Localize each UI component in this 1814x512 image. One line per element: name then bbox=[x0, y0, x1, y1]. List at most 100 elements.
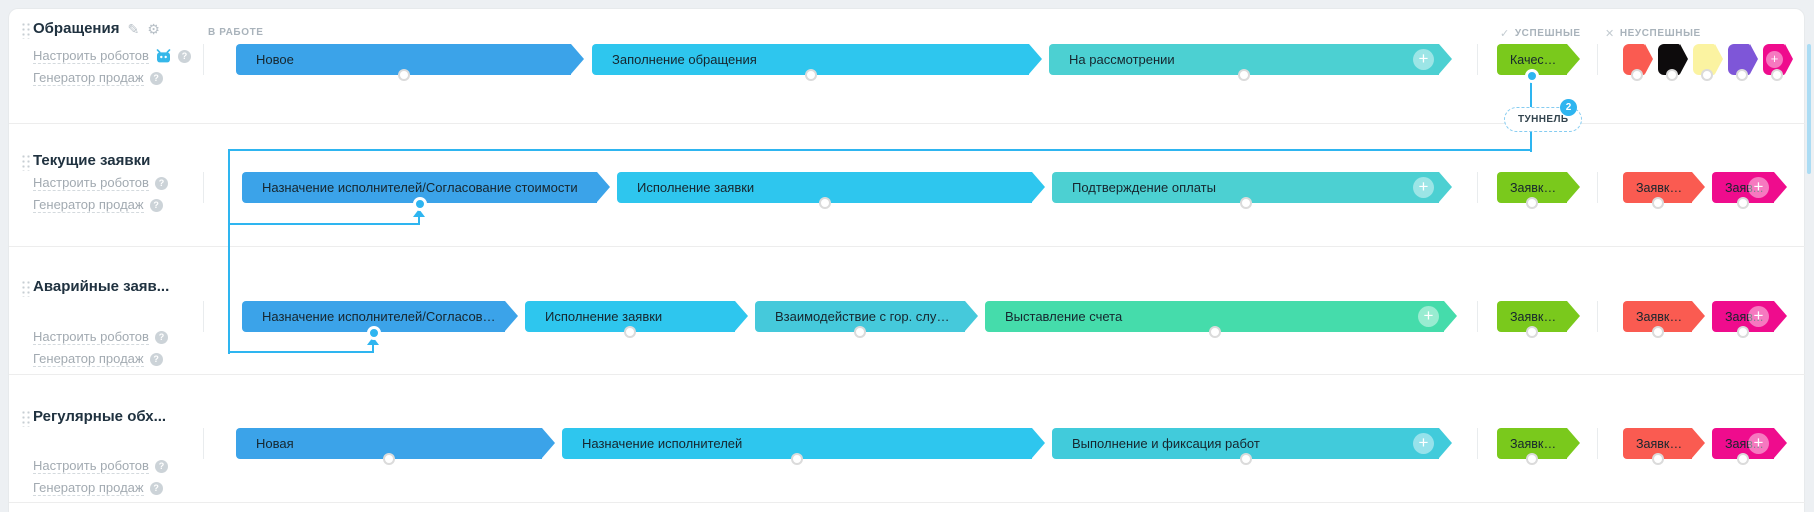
stage-drag-dot[interactable] bbox=[1651, 453, 1664, 465]
stage-arrow-tip bbox=[597, 172, 610, 202]
column-divider bbox=[1597, 172, 1598, 203]
stage-drag-dot[interactable] bbox=[1737, 197, 1749, 209]
stage-drag-dot[interactable] bbox=[1651, 326, 1664, 338]
add-status-button[interactable]: + bbox=[1748, 306, 1769, 327]
tunnel-dot[interactable] bbox=[1525, 69, 1539, 83]
fail-stage[interactable]: Заяв...+ bbox=[1712, 301, 1787, 338]
stage-drag-dot[interactable] bbox=[1238, 69, 1250, 81]
column-divider bbox=[1597, 301, 1598, 332]
fail-stage[interactable]: Заяв...+ bbox=[1712, 172, 1787, 209]
add-status-button[interactable]: + bbox=[1748, 433, 1769, 454]
success-stage[interactable]: Заявка у... bbox=[1497, 172, 1580, 209]
stage[interactable]: Назначение исполнителей bbox=[562, 428, 1045, 465]
stage-drag-dot[interactable] bbox=[1208, 326, 1221, 338]
add-status-button[interactable]: + bbox=[1418, 306, 1439, 327]
stage[interactable]: Назначение исполнителей/Согласование сто… bbox=[242, 172, 610, 211]
settings-gear-icon[interactable]: ⚙ bbox=[147, 20, 160, 37]
fail-stage[interactable] bbox=[1693, 44, 1723, 81]
robots-settings-link[interactable]: Настроить роботов bbox=[33, 48, 149, 64]
tunnel-connector-arrow bbox=[367, 337, 379, 345]
success-stage[interactable]: Заявка у... bbox=[1497, 301, 1580, 338]
drag-handle-icon[interactable] bbox=[21, 280, 30, 297]
column-divider bbox=[1477, 44, 1478, 75]
help-icon[interactable]: ? bbox=[149, 71, 163, 85]
fail-stage[interactable] bbox=[1728, 44, 1758, 81]
stage-drag-dot[interactable] bbox=[624, 326, 636, 338]
drag-handle-icon[interactable] bbox=[21, 154, 30, 171]
fail-stage[interactable] bbox=[1623, 44, 1653, 81]
drag-handle-icon[interactable] bbox=[21, 410, 30, 427]
success-stage[interactable]: Заявка у... bbox=[1497, 428, 1580, 465]
stage-drag-dot[interactable] bbox=[1239, 453, 1252, 465]
stage-arrow-tip bbox=[1715, 44, 1723, 74]
stage[interactable]: Заполнение обращения bbox=[592, 44, 1042, 81]
robots-settings-link[interactable]: Настроить роботов bbox=[33, 329, 149, 345]
edit-icon[interactable]: ✎ bbox=[127, 20, 140, 37]
fail-stage[interactable]: + bbox=[1763, 44, 1793, 81]
stage-drag-dot[interactable] bbox=[804, 69, 817, 81]
fail-stage[interactable]: Заявка ... bbox=[1623, 301, 1705, 338]
tunnel-label[interactable]: ТУННЕЛЬ bbox=[1504, 107, 1583, 132]
add-status-button[interactable]: + bbox=[1748, 177, 1769, 198]
stage-drag-dot[interactable] bbox=[1526, 453, 1538, 465]
fail-stage[interactable]: Заявка ... bbox=[1623, 428, 1705, 465]
sales-generator-link[interactable]: Генератор продаж bbox=[33, 197, 144, 213]
stage-label: Заявка у... bbox=[1510, 436, 1567, 451]
stage-drag-dot[interactable] bbox=[1666, 69, 1678, 81]
stage[interactable]: Исполнение заявки bbox=[617, 172, 1045, 209]
stage[interactable]: Новое bbox=[236, 44, 584, 81]
fail-stage[interactable] bbox=[1658, 44, 1688, 81]
help-icon[interactable]: ? bbox=[154, 330, 168, 344]
tunnel-count-badge[interactable]: 2 bbox=[1560, 99, 1577, 116]
stage-drag-dot[interactable] bbox=[1771, 69, 1783, 81]
stage-drag-dot[interactable] bbox=[1737, 326, 1749, 338]
help-icon[interactable]: ? bbox=[149, 198, 163, 212]
drag-handle-icon[interactable] bbox=[21, 22, 30, 39]
robots-settings-row: Настроить роботов? bbox=[33, 48, 191, 64]
scrollbar-thumb[interactable] bbox=[1807, 44, 1811, 174]
help-icon[interactable]: ? bbox=[149, 352, 163, 366]
stage-drag-dot[interactable] bbox=[397, 69, 410, 81]
stage[interactable]: Исполнение заявки bbox=[525, 301, 748, 338]
sales-generator-link[interactable]: Генератор продаж bbox=[33, 351, 144, 367]
stage[interactable]: Назначение исполнителей/Согласование сто… bbox=[242, 301, 518, 340]
robots-settings-link[interactable]: Настроить роботов bbox=[33, 458, 149, 474]
sales-generator-link[interactable]: Генератор продаж bbox=[33, 70, 144, 86]
help-icon[interactable]: ? bbox=[154, 459, 168, 473]
stage-label: Выполнение и фиксация работ bbox=[1072, 436, 1260, 451]
stage[interactable]: Взаимодействие с гор. службами bbox=[755, 301, 978, 338]
stage-drag-dot[interactable] bbox=[383, 453, 395, 465]
stage-drag-dot[interactable] bbox=[1526, 197, 1538, 209]
stage-drag-dot[interactable] bbox=[1737, 453, 1749, 465]
stage-drag-dot[interactable] bbox=[854, 326, 866, 338]
column-divider bbox=[1597, 428, 1598, 459]
stage-drag-dot[interactable] bbox=[1701, 69, 1713, 81]
unsuccessful-header-label: НЕУСПЕШНЫЕ bbox=[1619, 28, 1701, 39]
tunnel-dot[interactable] bbox=[412, 197, 427, 211]
add-status-button[interactable]: + bbox=[1413, 49, 1434, 70]
stage-drag-dot[interactable] bbox=[1239, 197, 1252, 209]
help-icon[interactable]: ? bbox=[177, 49, 191, 63]
stage-drag-dot[interactable] bbox=[1631, 69, 1643, 81]
stage[interactable]: Подтверждение оплаты+ bbox=[1052, 172, 1452, 209]
stage-drag-dot[interactable] bbox=[1736, 69, 1748, 81]
stage[interactable]: Новая bbox=[236, 428, 555, 465]
sales-generator-link[interactable]: Генератор продаж bbox=[33, 480, 144, 496]
fail-stage[interactable]: Заяв...+ bbox=[1712, 428, 1787, 465]
stage-drag-dot[interactable] bbox=[1526, 326, 1538, 338]
stage-drag-dot[interactable] bbox=[791, 453, 803, 465]
stage[interactable]: Выставление счета+ bbox=[985, 301, 1457, 338]
stage[interactable]: Выполнение и фиксация работ + bbox=[1052, 428, 1452, 465]
stage-drag-dot[interactable] bbox=[818, 197, 831, 209]
help-icon[interactable]: ? bbox=[154, 176, 168, 190]
tunnel-dot[interactable] bbox=[366, 326, 381, 340]
add-status-button[interactable]: + bbox=[1413, 433, 1434, 454]
fail-stage[interactable]: Заявка ... bbox=[1623, 172, 1705, 209]
success-stage[interactable]: Качеств... bbox=[1497, 44, 1580, 83]
help-icon[interactable]: ? bbox=[149, 481, 163, 495]
stage-drag-dot[interactable] bbox=[1651, 197, 1664, 209]
robots-settings-link[interactable]: Настроить роботов bbox=[33, 175, 149, 191]
add-status-button[interactable]: + bbox=[1413, 177, 1434, 198]
stage[interactable]: На рассмотрении+ bbox=[1049, 44, 1452, 81]
add-status-button[interactable]: + bbox=[1766, 51, 1783, 68]
